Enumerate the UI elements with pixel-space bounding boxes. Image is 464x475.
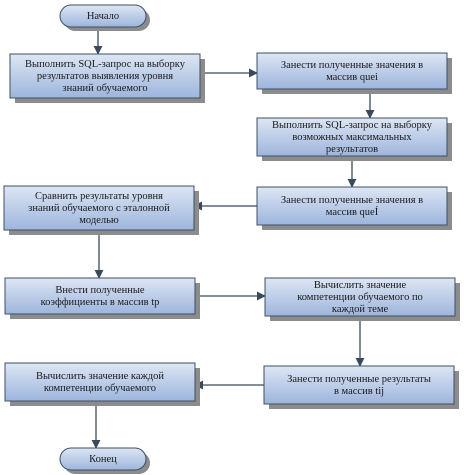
node-label-line: результатов [326, 144, 378, 155]
node-label-line: массив queÍ [326, 206, 379, 218]
node-label-line: Внести полученные [55, 285, 144, 296]
terminal-end: Конец [59, 447, 150, 474]
process-box-b1: Выполнить SQL-запрос на выборкурезультат… [9, 53, 205, 103]
node-label-line: знаний обучаемого [62, 83, 147, 94]
node-label-line: возможных максимальных [292, 132, 412, 143]
node-label-line: Занести полученные значения в [281, 60, 423, 71]
process-shape [256, 52, 448, 90]
node-label-line: Занести полученные значения в [281, 195, 423, 206]
node-label-line: Вычислить значение каждой [36, 371, 164, 382]
node-label-line: каждой теме [332, 304, 389, 315]
node-label-line: в массив tij [334, 386, 384, 397]
node-label-line: Вычислить значение [314, 280, 407, 291]
node-label-line: компетенции обучаемого по [297, 292, 423, 303]
node-label-line: знаний обучаемого с эталонной [28, 203, 170, 214]
node-label-line: Занести полученные результаты [287, 374, 431, 385]
process-shape [9, 53, 201, 99]
process-shape [256, 117, 448, 157]
process-shape [263, 365, 455, 405]
node-label-line: коэффициенты в массив tp [41, 297, 160, 308]
node-label-line: компетенции обучаемого [44, 383, 156, 394]
process-shape [3, 185, 195, 231]
connectors [91, 27, 375, 449]
node-label-line: массив quei [326, 72, 378, 83]
process-shape [264, 277, 456, 317]
node-label-line: Выполнить SQL-запрос на выборку [25, 59, 186, 70]
process-box-b3: Выполнить SQL-запрос на выборкувозможных… [256, 117, 452, 161]
node-label-line: Конец [89, 454, 117, 465]
terminal-shape [59, 4, 147, 28]
node-label-line: Начало [87, 11, 119, 22]
node-label-line: Выполнить SQL-запрос на выборку [272, 120, 433, 131]
process-shape [256, 186, 448, 226]
process-shape [4, 277, 196, 315]
process-shape [4, 362, 196, 402]
node-label-line: Сравнить результаты уровня [35, 191, 163, 202]
node-label-line: результатов выявления уровня [37, 71, 173, 82]
node-label-line: моделью [79, 215, 119, 226]
terminal-shape [59, 447, 147, 471]
terminal-start: Начало [59, 4, 150, 31]
